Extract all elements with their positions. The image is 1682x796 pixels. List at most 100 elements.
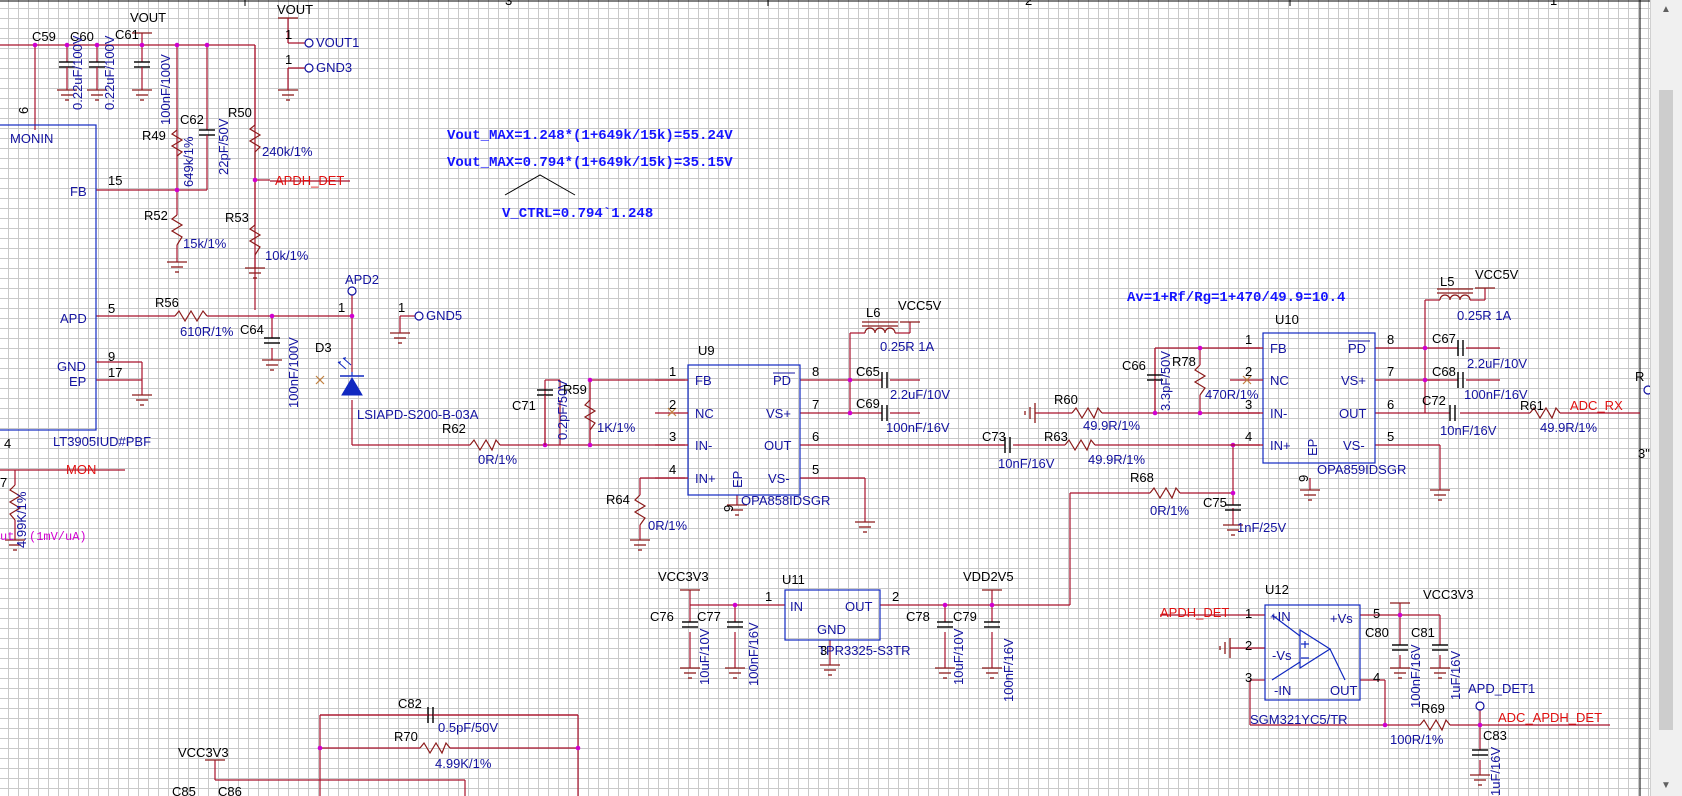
res-ref[interactable]: R53 — [225, 210, 249, 225]
res-value: 4.99K/1% — [435, 756, 492, 771]
pin-number: 5 — [812, 462, 819, 477]
cap-value: 1uF/16V — [1448, 651, 1463, 700]
cap-ref[interactable]: C61 — [115, 27, 139, 42]
ref-u12[interactable]: U12 — [1265, 582, 1289, 597]
cap-value: 100nF/16V — [1001, 638, 1016, 702]
pin-number: 9 — [721, 505, 736, 512]
cap-ref[interactable]: C60 — [70, 29, 94, 44]
pin-number: 15 — [108, 173, 122, 188]
pin-number: 2 — [1245, 638, 1252, 653]
scrollbar-thumb[interactable] — [1659, 90, 1673, 730]
part-u10[interactable]: OPA859IDSGR — [1317, 462, 1406, 477]
pin-label-vs-plus: +Vs — [1330, 611, 1353, 626]
scroll-down-icon[interactable]: ▼ — [1661, 780, 1671, 791]
cap-ref[interactable]: C77 — [697, 609, 721, 624]
cap-ref[interactable]: C62 — [180, 112, 204, 127]
cap-ref[interactable]: C59 — [32, 29, 56, 44]
net-label-adc-rx: ADC_RX — [1570, 398, 1623, 413]
ref-u10[interactable]: U10 — [1275, 312, 1299, 327]
cap-ref[interactable]: C67 — [1432, 331, 1456, 346]
cap-ref[interactable]: C86 — [218, 784, 242, 796]
cap-ref[interactable]: C69 — [856, 396, 880, 411]
cap-ref[interactable]: C80 — [1365, 625, 1389, 640]
res-ref[interactable]: R60 — [1054, 392, 1078, 407]
res-ref[interactable]: R78 — [1172, 354, 1196, 369]
pin-number: 8 — [1387, 332, 1394, 347]
cap-value: 0.2pF/50V — [555, 380, 570, 440]
pin-label-vs-minus: VS- — [1343, 438, 1365, 453]
zone-number: 3 — [505, 0, 512, 8]
cap-ref[interactable]: C64 — [240, 322, 264, 337]
part-d3[interactable]: LSIAPD-S200-B-03A — [357, 407, 479, 422]
res-ref[interactable]: R63 — [1044, 429, 1068, 444]
cap-ref[interactable]: C72 — [1422, 393, 1446, 408]
ref-d3[interactable]: D3 — [315, 340, 332, 355]
cap-ref[interactable]: C73 — [982, 429, 1006, 444]
ref-u9[interactable]: U9 — [698, 343, 715, 358]
res-ref[interactable]: R49 — [142, 128, 166, 143]
res-ref[interactable]: R — [1635, 369, 1644, 384]
pin-label-vs-minus: -Vs — [1272, 648, 1292, 663]
net-label-vcc3v3: VCC3V3 — [658, 569, 709, 584]
formula-vout-max-1: Vout_MAX=1.248*(1+649k/15k)=55.24V — [447, 128, 733, 144]
cap-ref[interactable]: C68 — [1432, 364, 1456, 379]
formula-gain: Av=1+Rf/Rg=1+470/49.9=10.4 — [1127, 290, 1345, 306]
cap-ref[interactable]: C85 — [172, 784, 196, 796]
res-ref[interactable]: R62 — [442, 421, 466, 436]
part-lt3905[interactable]: LT3905IUD#PBF — [53, 434, 151, 449]
res-ref[interactable]: R61 — [1520, 398, 1544, 413]
cap-ref[interactable]: C65 — [856, 364, 880, 379]
inductor-ref[interactable]: L6 — [866, 305, 880, 320]
pin-number: 7 — [1387, 364, 1394, 379]
res-ref[interactable]: R50 — [228, 105, 252, 120]
part-u12[interactable]: SGM321YC5/TR — [1250, 712, 1348, 727]
ref-u11[interactable]: U11 — [782, 572, 805, 587]
port-gnd3[interactable]: GND3 — [316, 60, 352, 75]
cap-value: 1nF/25V — [1237, 520, 1286, 535]
cap-ref[interactable]: C75 — [1203, 495, 1227, 510]
res-value: 100R/1% — [1390, 732, 1444, 747]
cap-ref[interactable]: C76 — [650, 609, 674, 624]
port-vout1[interactable]: VOUT1 — [316, 35, 359, 50]
res-ref[interactable]: R56 — [155, 295, 179, 310]
res-ref[interactable]: R68 — [1130, 470, 1154, 485]
cap-leads — [66, 67, 1156, 716]
cap-value: 2.2uF/10V — [890, 387, 950, 402]
pin-number: 17 — [108, 365, 122, 380]
vertical-scrollbar[interactable]: ▲ ▼ — [1650, 0, 1682, 796]
part-u11[interactable]: TPR3325-S3TR — [818, 643, 910, 658]
res-ref[interactable]: R64 — [606, 492, 630, 507]
cap-ref[interactable]: C78 — [906, 609, 930, 624]
pin-label-vs-plus: VS+ — [766, 406, 791, 421]
cap-ref[interactable]: C83 — [1483, 728, 1507, 743]
port-apd-det1[interactable]: APD_DET1 — [1468, 681, 1535, 696]
port-gnd5[interactable]: GND5 — [426, 308, 462, 323]
formula-v-ctrl: V_CTRL=0.794`1.248 — [502, 206, 653, 222]
cap-value: 0.22uF/100V — [102, 35, 117, 110]
pin-label-in-minus: IN- — [1270, 406, 1287, 421]
pin-label-nc: NC — [695, 406, 714, 421]
wires — [0, 33, 1640, 796]
res-ref[interactable]: R70 — [394, 729, 418, 744]
pin-label-in-plus: IN+ — [1270, 438, 1291, 453]
pin-label-out: OUT — [1339, 406, 1367, 421]
res-ref[interactable]: R59 — [563, 382, 587, 397]
net-label-apdh-det-in: APDH_DET — [1160, 605, 1229, 620]
cap-ref[interactable]: C79 — [953, 609, 977, 624]
res-ref[interactable]: R69 — [1421, 701, 1445, 716]
part-u9[interactable]: OPA858IDSGR — [741, 493, 830, 508]
res-ref[interactable]: R52 — [144, 208, 168, 223]
port-apd2[interactable]: APD2 — [345, 272, 379, 287]
cap-ref[interactable]: C82 — [398, 696, 422, 711]
pin-label-fb: FB — [695, 373, 712, 388]
cap-ref[interactable]: C71 — [512, 398, 536, 413]
cap-ref[interactable]: C66 — [1122, 358, 1146, 373]
pin-number: 1 — [669, 364, 676, 379]
cap-ref[interactable]: C81 — [1411, 625, 1435, 640]
scroll-up-icon[interactable]: ▲ — [1661, 4, 1671, 15]
pin-number: 4 — [1373, 670, 1380, 685]
pin-number: 3 — [1245, 397, 1252, 412]
res-value: 1K/1% — [597, 420, 636, 435]
inductor-ref[interactable]: L5 — [1440, 274, 1454, 289]
